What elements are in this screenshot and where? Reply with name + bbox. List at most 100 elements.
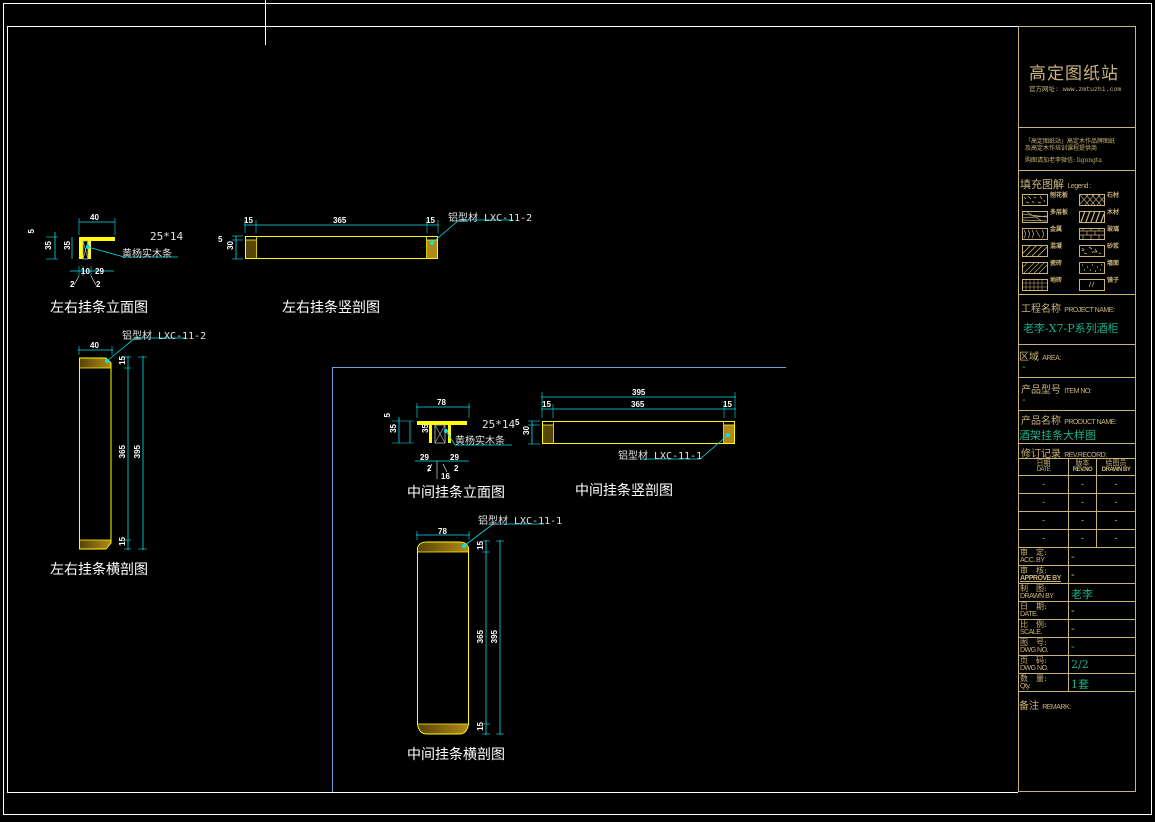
remark-label-en: REMARK:: [1042, 704, 1071, 711]
mid-vertical-section-title: 中间挂条竖剖图: [575, 483, 673, 499]
field-label: 审 定:ACC. BY: [1019, 548, 1069, 565]
item-no-label-cn: 产品型号: [1021, 385, 1061, 396]
mid-xsec-note: 铝型材 LXC-11-1: [478, 516, 563, 527]
legend-item-label: 墙面: [1107, 260, 1120, 267]
project-name-label: 工程名称 PROJECT NAME:: [1021, 300, 1115, 315]
field-value: 老李: [1071, 588, 1093, 601]
legend-item-label: 镜子: [1107, 277, 1120, 284]
legend-title-en: Legend :: [1067, 183, 1092, 190]
crosshatch-hatch-icon: [1078, 193, 1106, 206]
field-label: 比 例:SCALE.: [1019, 620, 1069, 637]
outer-frame: [3, 3, 1152, 815]
brand-section: 高定图纸站 官方网址: www.zmtuzhi.com: [1019, 27, 1135, 128]
item-no-section: 产品型号 ITEM NO: -: [1019, 378, 1135, 411]
lr-xsec-dim-top: 15: [118, 356, 127, 365]
mid-cross-section-title: 中间挂条横剖图: [407, 747, 505, 763]
mid-vsec-dim-small: 5: [515, 418, 520, 427]
revision-header-cn: 版本: [1075, 459, 1090, 467]
legend-item-wood-grain: 多层板: [1021, 208, 1068, 227]
dots-hatch-icon: [1079, 262, 1105, 274]
product-name-label: 产品名称 PRODUCT NAME:: [1021, 412, 1117, 427]
lr-elev-note-material: 黄杨实木条: [122, 249, 172, 260]
legend-item-particleboard: 刨花板: [1022, 191, 1068, 210]
legend-item-diagonal-fine: 瓷砖: [1021, 259, 1062, 278]
field-label: 页 码:DWG NO.: [1019, 656, 1069, 673]
field-label: 制 图:DRAWN BY: [1019, 584, 1069, 601]
revision-row: ---: [1019, 476, 1135, 494]
lr-cross-section-drawing: [78, 337, 186, 550]
field-label-en: ACC. BY: [1020, 557, 1045, 564]
legend-item-label: 石材: [1107, 192, 1120, 199]
mid-elev-dim-bottom-e: 16: [441, 472, 450, 481]
field-label-en: DATE.: [1020, 611, 1038, 618]
notice-section: 「高定图纸站」高定木作品牌图纸 及高定木作培训课程提供商 购图请加老李微信: l…: [1019, 128, 1135, 171]
revision-cell: -: [1069, 476, 1097, 494]
field-label-cn: 比 例:: [1020, 620, 1047, 629]
field-label-cn: 图 号:: [1020, 638, 1047, 647]
legend-item-diagonal: 混凝: [1021, 242, 1062, 261]
particleboard-hatch-icon: [1022, 194, 1048, 206]
mid-xsec-dim-total: 395: [490, 630, 499, 644]
mid-elevation-title: 中间挂条立面图: [407, 485, 505, 501]
area-label-en: AREA:: [1042, 355, 1061, 362]
brand-website: 官方网址: www.zmtuzhi.com: [1029, 86, 1122, 93]
mid-elev-dim-left: 35: [389, 424, 398, 433]
legend-item-label: 刨花板: [1050, 192, 1069, 199]
revision-cell: -: [1019, 476, 1069, 494]
field-label-cn: 页 码:: [1020, 656, 1047, 665]
lr-xsec-dim-middle: 365: [118, 445, 127, 459]
mid-elev-dim-bottom-a: 29: [420, 453, 429, 462]
revision-cell: -: [1019, 512, 1069, 530]
legend-item-label: 金属: [1050, 226, 1063, 233]
legend-item-gravel: 砂浆: [1079, 242, 1119, 261]
field-label-cn: 制 图:: [1020, 584, 1047, 593]
field-label-en: Qty.: [1020, 683, 1031, 690]
lr-elev-dim-small: 5: [27, 229, 36, 234]
field-row: 页 码:DWG NO.2/2: [1019, 656, 1135, 674]
field-value: -: [1071, 622, 1075, 635]
legend-title-cn: 填充图解: [1020, 178, 1064, 191]
remark-label: 备注 REMARK:: [1019, 697, 1071, 712]
field-label-en: DRAWN BY: [1020, 593, 1054, 600]
area-label: 区域 AREA:: [1019, 348, 1061, 363]
mid-xsec-dim-width: 78: [438, 527, 447, 536]
lr-elev-dim-bottom-c: 2: [70, 280, 75, 289]
inner-frame: [7, 26, 1018, 793]
lr-xsec-dim-width: 40: [90, 341, 99, 350]
revision-cell: -: [1114, 498, 1118, 508]
field-value: -: [1071, 604, 1075, 617]
mid-cross-section-drawing: [416, 523, 544, 735]
lr-elev-dim-width: 40: [90, 213, 99, 222]
mid-elev-note-material: 黄杨实木条: [455, 436, 505, 447]
legend-section: 填充图解 Legend : 刨花板石材多层板木材金属玻璃混凝砂浆瓷砖墙面地砖镜子: [1019, 171, 1135, 295]
product-name-section: 产品名称 PRODUCT NAME: 酒架挂条大样图: [1019, 411, 1135, 444]
lr-vsec-note: 铝型材 LXC-11-2: [448, 213, 533, 224]
field-value: 1套: [1071, 678, 1089, 691]
project-name-label-cn: 工程名称: [1021, 304, 1061, 315]
lr-elev-dim-bottom-a: 10: [81, 267, 90, 276]
revision-cell: -: [1069, 494, 1097, 512]
revision-row: ---: [1019, 512, 1135, 530]
gravel-hatch-icon: [1079, 245, 1105, 257]
project-name-label-en: PROJECT NAME:: [1064, 307, 1115, 314]
mid-vsec-dim-h-total: 30: [522, 426, 531, 435]
lr-elev-dim-left: 35: [44, 241, 53, 250]
notice-line-2: 及高定木作培训课程提供商: [1025, 145, 1098, 152]
mid-elev-dim-width: 78: [437, 398, 446, 407]
legend-item-crosshatch: 石材: [1078, 191, 1119, 210]
brand-name: 高定图纸站: [1029, 64, 1119, 84]
mid-xsec-dim-middle: 365: [476, 630, 485, 644]
diagonal-dense-hatch-icon: [1079, 210, 1105, 223]
mid-elev-dim-bottom-b: 29: [450, 453, 459, 462]
grid-hatch-icon: [1022, 279, 1048, 291]
lr-vertical-section-title: 左右挂条竖剖图: [282, 300, 380, 316]
revision-cell: -: [1069, 512, 1097, 530]
legend-item-label: 多层板: [1050, 209, 1069, 216]
lr-vsec-dim-middle: 365: [333, 216, 347, 225]
item-no-label-en: ITEM NO:: [1064, 388, 1092, 395]
revision-label-en: REV.RECORD:: [1064, 452, 1107, 459]
area-label-cn: 区域: [1019, 352, 1039, 363]
